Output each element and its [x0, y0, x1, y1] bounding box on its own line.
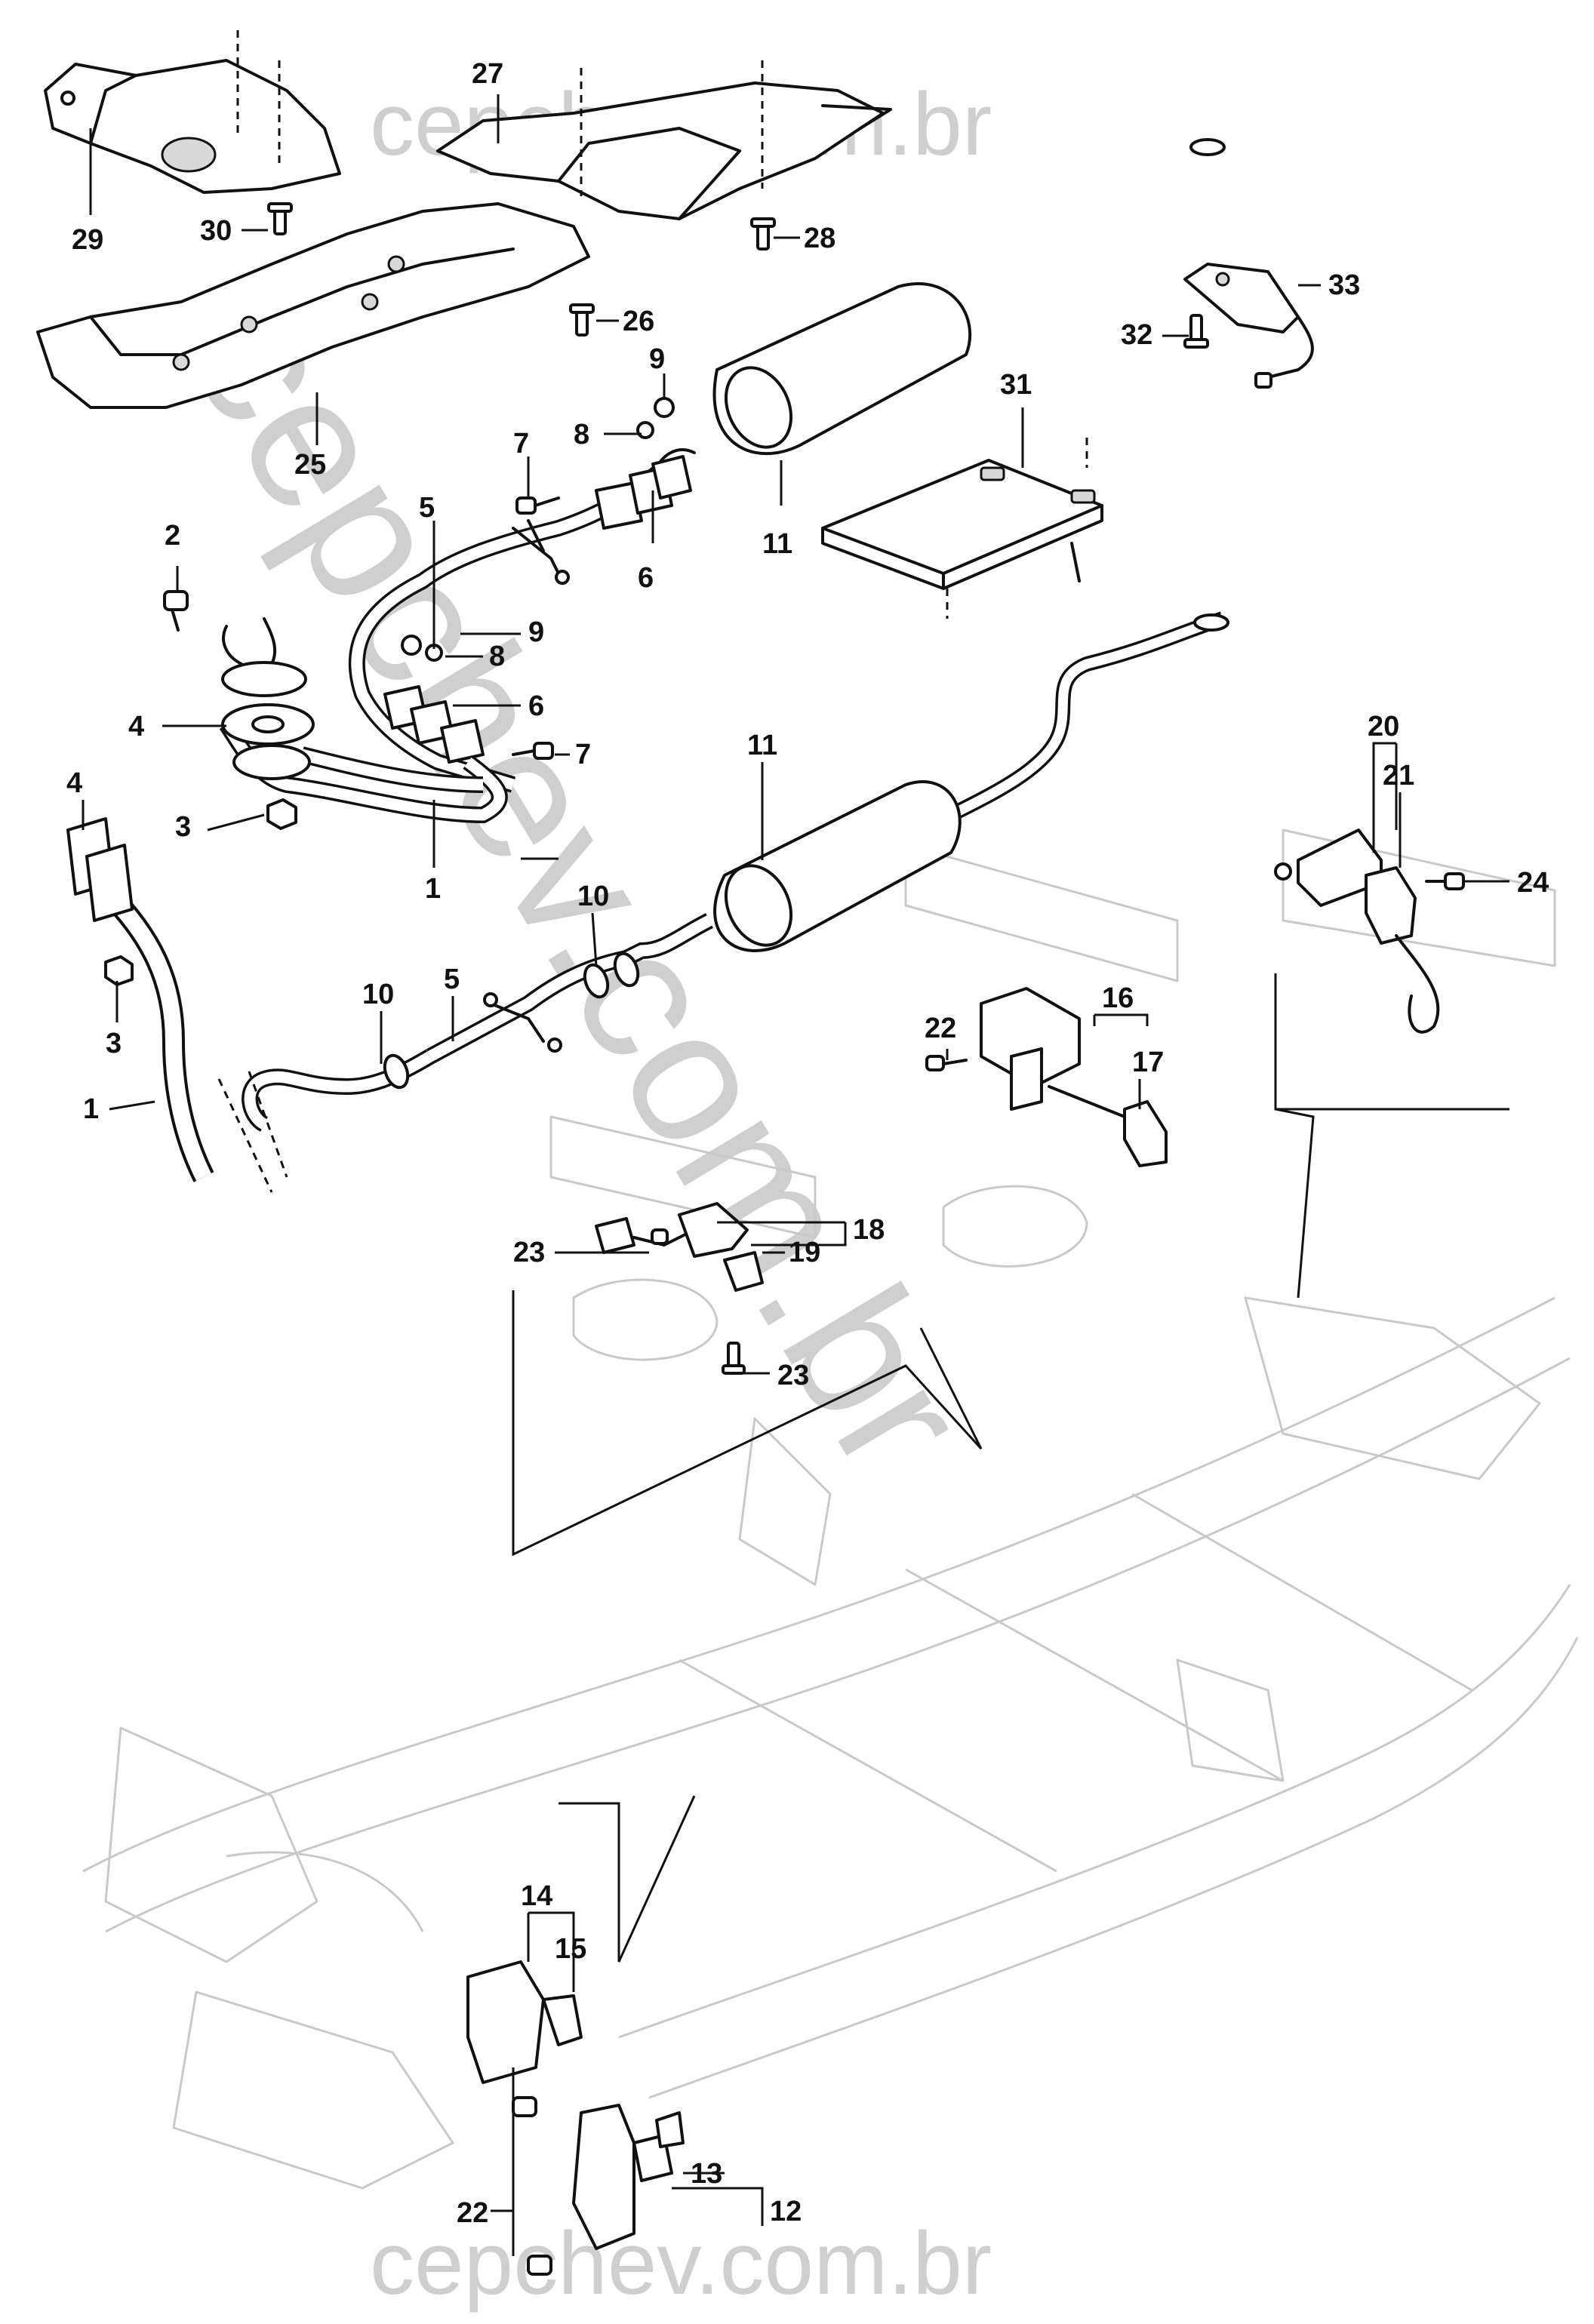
bolt-2 [163, 590, 189, 632]
muffler-lower [713, 780, 962, 952]
callout-19: 19 [789, 1237, 820, 1268]
callout-9-mid: 9 [528, 616, 544, 648]
flange-gasket-upper [595, 455, 692, 530]
callout-6-mid: 6 [528, 690, 544, 722]
hanger-18-19 [595, 1202, 764, 1292]
callout-3-top: 3 [175, 811, 191, 843]
callout-1-left: 1 [83, 1093, 99, 1125]
callout-4-left: 4 [66, 767, 82, 799]
callout-23-top: 23 [513, 1237, 545, 1268]
callout-8-mid: 8 [489, 641, 505, 672]
hanger-12-13 [572, 2104, 685, 2250]
callout-32: 32 [1121, 319, 1152, 351]
callout-1-top: 1 [425, 873, 441, 905]
callout-31: 31 [1000, 369, 1032, 401]
front-pipe-lower [97, 882, 435, 1193]
vehicle-chassis-frame [82, 828, 1579, 2190]
callout-10-left: 10 [362, 979, 394, 1010]
callout-24: 24 [1517, 867, 1549, 899]
callout-10-right: 10 [577, 881, 609, 912]
bolt-23-upper [651, 1228, 669, 1245]
callout-29: 29 [72, 224, 103, 256]
muffler-upper [655, 282, 972, 469]
heat-shield-27 [436, 60, 892, 220]
hanger-14-15 [466, 1960, 583, 2084]
callout-11-top: 11 [762, 528, 792, 560]
leader-lines [82, 94, 1509, 2256]
tailpipe-lower [947, 611, 1229, 822]
exhaust-bracket-33 [1183, 263, 1314, 389]
hanger-20-21 [1274, 828, 1440, 1034]
heat-shield-25 [36, 202, 590, 409]
callout-7-top: 7 [513, 428, 529, 460]
callout-18: 18 [853, 1214, 885, 1246]
callout-17: 17 [1132, 1047, 1164, 1078]
nut-9-8-upper [401, 397, 675, 662]
tailpipe-upper [961, 138, 1228, 307]
exhaust-manifold-flange [221, 617, 315, 780]
bolt-22-lower [512, 2096, 552, 2276]
callout-11-mid: 11 [747, 730, 777, 761]
hanger-bracket-lower [483, 992, 562, 1053]
intermediate-pipe-upper [348, 461, 669, 793]
callout-26: 26 [623, 306, 654, 337]
flange-gasket-4 [66, 817, 134, 922]
bolt-26 [569, 303, 595, 337]
bolt-30 [267, 202, 293, 235]
callout-25: 25 [294, 449, 326, 481]
bolt-22-upper [925, 1055, 968, 1071]
callout-5-top: 5 [419, 492, 435, 524]
callout-6-top: 6 [638, 562, 654, 594]
hanger-bracket-upper [512, 519, 570, 585]
bolt-7-upper [512, 496, 560, 760]
nut-3-upper [266, 798, 297, 830]
bolt-28 [750, 217, 776, 251]
callout-16: 16 [1102, 982, 1134, 1014]
callout-20: 20 [1368, 711, 1399, 742]
callout-13: 13 [691, 2158, 722, 2190]
heat-shield-plate-31 [821, 438, 1103, 619]
callout-30: 30 [200, 215, 232, 247]
watermark-bottom: cepchev.com.br [370, 2214, 992, 2313]
nut-3-lower [104, 955, 134, 986]
callout-15: 15 [555, 1933, 586, 1965]
callout-14: 14 [521, 1880, 552, 1912]
callout-22-top: 22 [925, 1013, 956, 1044]
bolt-23-lower [722, 1342, 746, 1375]
bolt-24 [1425, 872, 1465, 890]
callout-5-mid: 5 [444, 964, 460, 995]
callout-12: 12 [770, 2196, 802, 2227]
callout-27: 27 [472, 58, 503, 90]
callout-4-top: 4 [128, 711, 144, 742]
callout-labels: 29 30 27 28 26 25 33 32 31 9 8 7 5 6 11 … [66, 58, 1549, 2229]
flange-gasket-lower [383, 685, 485, 764]
callout-2: 2 [165, 520, 180, 552]
callout-23-bottom: 23 [777, 1360, 809, 1391]
watermark-layer: cepchev.com.br cepchev.com.br cepchev.co… [151, 75, 1010, 2313]
callout-8-top: 8 [574, 419, 589, 450]
callout-28: 28 [804, 223, 835, 254]
pipe-clamps-10 [383, 951, 640, 1090]
hanger-16-17 [980, 987, 1168, 1167]
detail-callout-lines [512, 973, 1509, 1963]
bolt-32 [1183, 314, 1209, 349]
callout-3-left: 3 [106, 1028, 122, 1059]
callout-7-mid: 7 [575, 739, 591, 770]
callout-9-top: 9 [649, 343, 665, 375]
callout-22-bottom: 22 [457, 2197, 488, 2229]
callout-21: 21 [1383, 760, 1414, 792]
callout-33: 33 [1328, 269, 1360, 301]
